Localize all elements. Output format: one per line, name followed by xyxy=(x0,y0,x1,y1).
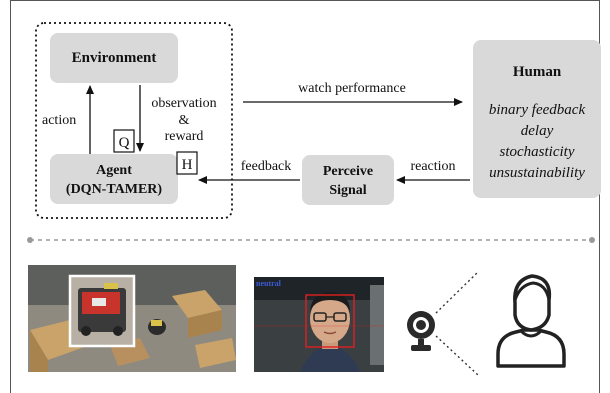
h-label: H xyxy=(182,157,193,173)
signal-label: Signal xyxy=(329,183,366,198)
human-trait-delay: delay xyxy=(521,123,554,139)
perceive-signal-node: Perceive Signal xyxy=(302,155,394,205)
person-icon xyxy=(496,274,566,368)
human-node: Human binary feedback delay stochasticit… xyxy=(473,40,601,198)
figure-frame xyxy=(10,0,600,393)
perceive-label: Perceive xyxy=(323,164,373,179)
reward-label: reward xyxy=(165,129,204,144)
face-detection-box xyxy=(305,294,355,348)
human-trait-unsustainability: unsustainability xyxy=(489,165,585,181)
section-divider xyxy=(27,237,595,243)
agent-node: Agent (DQN-TAMER) xyxy=(50,154,178,204)
observation-amp: & xyxy=(179,113,190,128)
emotion-overlay-label: neutral xyxy=(256,279,282,288)
agent-sublabel: (DQN-TAMER) xyxy=(66,182,163,197)
webcam-icon xyxy=(407,311,435,351)
human-trait-stochasticity: stochasticity xyxy=(500,144,575,160)
view-cone-lower xyxy=(435,335,479,376)
human-title: Human xyxy=(513,64,562,80)
action-label: action xyxy=(42,113,76,128)
environment-label: Environment xyxy=(72,50,157,66)
robot-photo xyxy=(28,265,236,372)
human-trait-binary-feedback: binary feedback xyxy=(489,102,586,118)
reaction-label: reaction xyxy=(410,159,455,174)
environment-node: Environment xyxy=(50,33,178,83)
watch-performance-label: watch performance xyxy=(298,81,406,96)
feedback-label: feedback xyxy=(241,159,292,174)
view-cone-upper xyxy=(435,271,479,314)
agent-label: Agent xyxy=(96,163,132,178)
agent-environment-boundary xyxy=(35,22,233,219)
face-camera-photo: neutral xyxy=(254,277,384,372)
q-label: Q xyxy=(119,135,130,151)
q-function-box: Q xyxy=(113,129,135,153)
h-function-box: H xyxy=(176,151,198,175)
observation-label: observation xyxy=(151,96,216,111)
